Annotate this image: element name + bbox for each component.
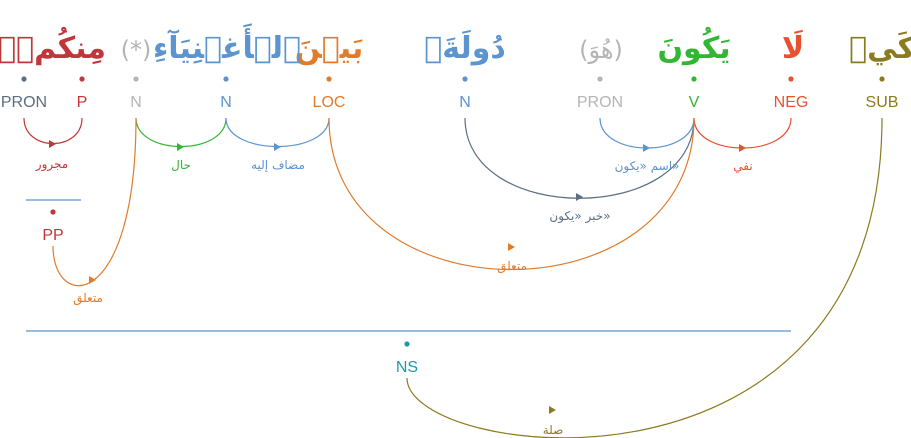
pos-tag-pp: PP [42, 227, 63, 244]
node-dot-ns [404, 341, 410, 347]
arc-majrur [23, 117, 83, 145]
pos-tag-sub: SUB [866, 94, 899, 111]
relation-label-majrur: مجرور [35, 157, 68, 172]
word-bayna: بَيۡنَ [295, 31, 364, 66]
pos-tag-pron_hidden: PRON [577, 94, 623, 111]
node-dot-n_star [133, 76, 139, 82]
relation-label-mutaallaq1: متعلق [73, 291, 103, 306]
relation-label-nafy: نفي [733, 159, 752, 173]
pos-tag-n_dula: N [459, 94, 471, 111]
arc-nafy [693, 117, 792, 149]
node-dot-pp [50, 209, 56, 215]
arrow-sila [549, 406, 556, 414]
node-dot-n_dula [462, 76, 468, 82]
pos-tag-neg: NEG [774, 94, 809, 111]
relation-label-mudaf: مضاف إليه [251, 158, 305, 172]
arc-ism [599, 117, 695, 149]
arrow-hal [177, 143, 184, 151]
node-dot-sub [879, 76, 885, 82]
relation-label-sila: صلة [543, 423, 564, 437]
arc-hal [135, 117, 227, 147]
arc-mudaf [225, 117, 330, 148]
arrow-ism [643, 144, 650, 152]
arrow-khabar [576, 193, 583, 201]
relation-label-mutaallaq2: متعلق [497, 259, 527, 274]
pos-tag-p: P [77, 94, 88, 111]
arrow-mudaf [274, 143, 281, 151]
relation-label-ism: اسم «يكون» [615, 159, 680, 174]
word-la: لَا [782, 29, 804, 66]
node-dot-loc [326, 76, 332, 82]
arc-sila [406, 117, 883, 438]
arrow-mutaallaq2 [508, 243, 515, 251]
arc-mutaallaq2 [328, 117, 695, 271]
node-dot-neg [788, 76, 794, 82]
arrow-mutaallaq1 [89, 276, 96, 284]
arc-mutaallaq1 [52, 117, 137, 287]
pos-tag-pron_kum: PRON [1, 94, 47, 111]
node-dot-v [691, 76, 697, 82]
word-dulatan: دُولَةَۢ [424, 29, 506, 66]
pos-tag-n_star: N [130, 94, 142, 111]
word-star: (*) [121, 36, 152, 64]
word-huwa: (هُوَ) [579, 36, 623, 64]
node-dot-pron_hidden [597, 76, 603, 82]
pos-tag-ns: NS [396, 359, 418, 376]
pos-tag-v: V [689, 94, 700, 111]
relation-label-khabar: خبر «يكون» [549, 209, 610, 224]
pos-tag-n_aghniya: N [220, 94, 232, 111]
pos-tag-loc: LOC [313, 94, 346, 111]
word-alaghniyai: ٱلۡأَغۡنِيَآءِ [153, 23, 301, 66]
word-minkum: مِنكُمۡۚ [0, 26, 106, 66]
arrow-majrur [49, 140, 56, 148]
word-yakuna: يَكُونَ [657, 26, 730, 66]
relation-label-hal: حال [171, 158, 191, 172]
word-kay: كَيۡ [849, 31, 911, 66]
arrow-nafy [739, 144, 746, 152]
node-dot-p [79, 76, 85, 82]
node-dot-n_aghniya [223, 76, 229, 82]
node-dot-pron_kum [21, 76, 27, 82]
